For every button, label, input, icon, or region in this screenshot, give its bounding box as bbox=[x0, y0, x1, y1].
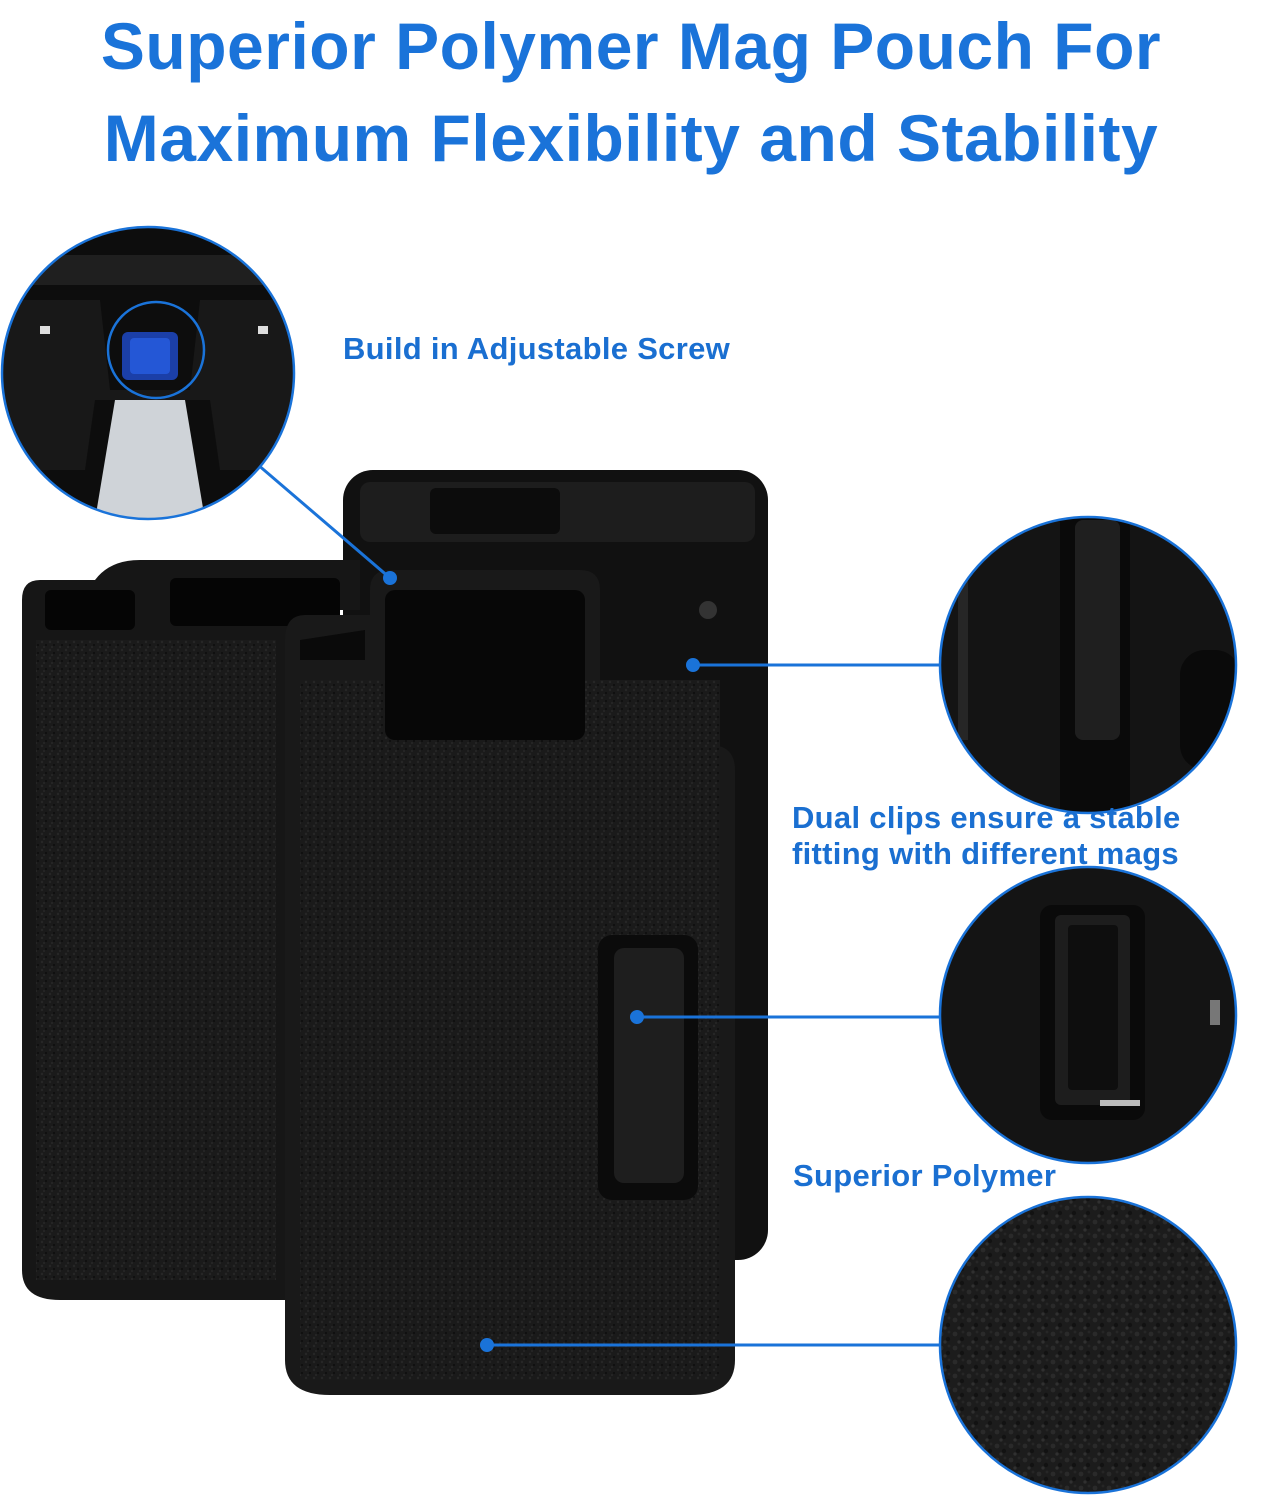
detail-circle-clip-side bbox=[938, 515, 1238, 815]
callout-dual-clips-line-2: fitting with different mags bbox=[792, 836, 1179, 871]
detail-circle-polymer-texture bbox=[938, 1195, 1238, 1495]
callout-adjustable-screw: Build in Adjustable Screw bbox=[343, 331, 731, 366]
detail-circle-dual-clip bbox=[938, 865, 1238, 1165]
headline-line-1: Superior Polymer Mag Pouch For bbox=[100, 9, 1162, 83]
headline: Superior Polymer Mag Pouch For Maximum F… bbox=[0, 0, 1262, 184]
callout-superior-polymer: Superior Polymer bbox=[793, 1158, 1057, 1193]
callout-dots bbox=[383, 571, 700, 1352]
detail-circle-screw bbox=[0, 225, 296, 521]
mag-pouch-right bbox=[285, 570, 735, 1395]
headline-line-2: Maximum Flexibility and Stability bbox=[103, 101, 1159, 175]
mag-pouch-left bbox=[22, 560, 360, 1300]
callout-dual-clips: Dual clips ensure a stable fitting with … bbox=[792, 800, 1181, 872]
callout-dual-clips-line-1: Dual clips ensure a stable bbox=[792, 800, 1181, 835]
